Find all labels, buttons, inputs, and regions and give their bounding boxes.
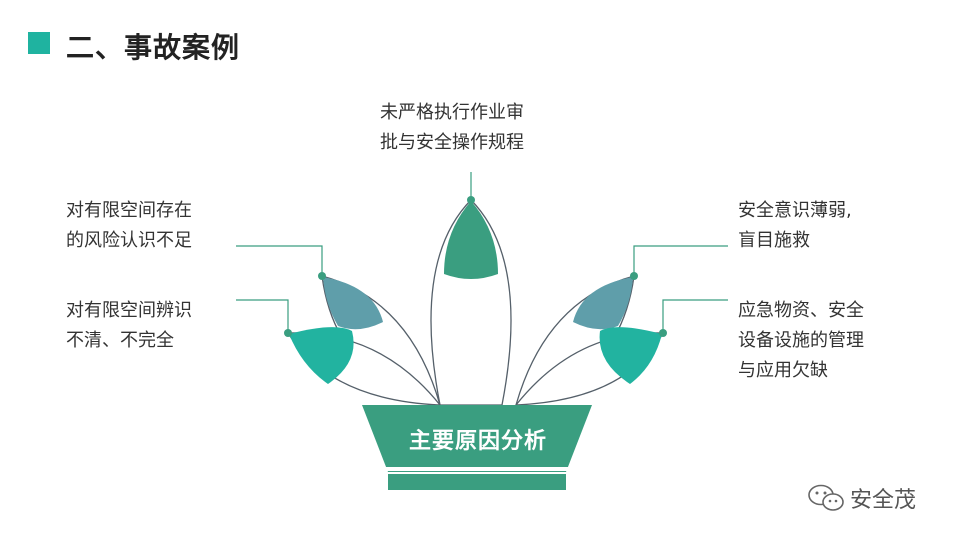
label-line: 与应用欠缺 <box>738 360 828 381</box>
label-line: 批与安全操作规程 <box>380 132 524 153</box>
connector-dot-left-upper <box>318 272 326 280</box>
connector-left-upper <box>236 245 323 276</box>
petal-fill-left-lower <box>289 327 354 384</box>
label-line: 不清、不完全 <box>66 330 174 351</box>
label-line: 应急物资、安全 <box>738 300 864 321</box>
label-left-lower: 对有限空间辨识 不清、不完全 <box>66 296 192 356</box>
connector-right-upper <box>633 245 728 276</box>
petal-fill-top <box>444 201 498 279</box>
title-marker <box>28 32 50 54</box>
label-right-lower: 应急物资、安全 设备设施的管理 与应用欠缺 <box>738 296 864 386</box>
label-line: 对有限空间辨识 <box>66 300 192 321</box>
connector-dot-right-upper <box>630 272 638 280</box>
label-line: 安全意识薄弱, <box>738 200 852 221</box>
label-left-upper: 对有限空间存在 的风险认识不足 <box>66 196 192 256</box>
label-line: 未严格执行作业审 <box>380 102 524 123</box>
label-line: 盲目施救 <box>738 230 810 251</box>
watermark: 安全茂 <box>806 480 916 516</box>
connector-dot-left-lower <box>284 329 292 337</box>
center-label: 主要原因分析 <box>408 429 547 454</box>
label-right-upper: 安全意识薄弱, 盲目施救 <box>738 196 852 256</box>
pot-body <box>362 405 592 472</box>
pot-base <box>388 474 566 490</box>
watermark-text: 安全茂 <box>850 488 917 513</box>
label-line: 的风险认识不足 <box>66 230 192 251</box>
label-top: 未严格执行作业审 批与安全操作规程 <box>380 98 524 158</box>
petal-fill-right-lower <box>599 327 662 384</box>
connector-dot-top <box>467 196 475 204</box>
pot <box>362 405 592 490</box>
connector-dot-right-lower <box>659 329 667 337</box>
wechat-icon <box>808 484 844 511</box>
connector-right-lower <box>662 299 728 333</box>
label-line: 对有限空间存在 <box>66 200 192 221</box>
connector-lines <box>236 172 728 333</box>
connector-left-lower <box>236 299 289 333</box>
pot-stripe <box>384 467 570 471</box>
page-title: 二、事故案例 <box>66 31 241 64</box>
label-line: 设备设施的管理 <box>738 330 864 351</box>
petal-fill-left-upper <box>323 277 383 330</box>
petal-fill-right-upper <box>573 277 633 330</box>
